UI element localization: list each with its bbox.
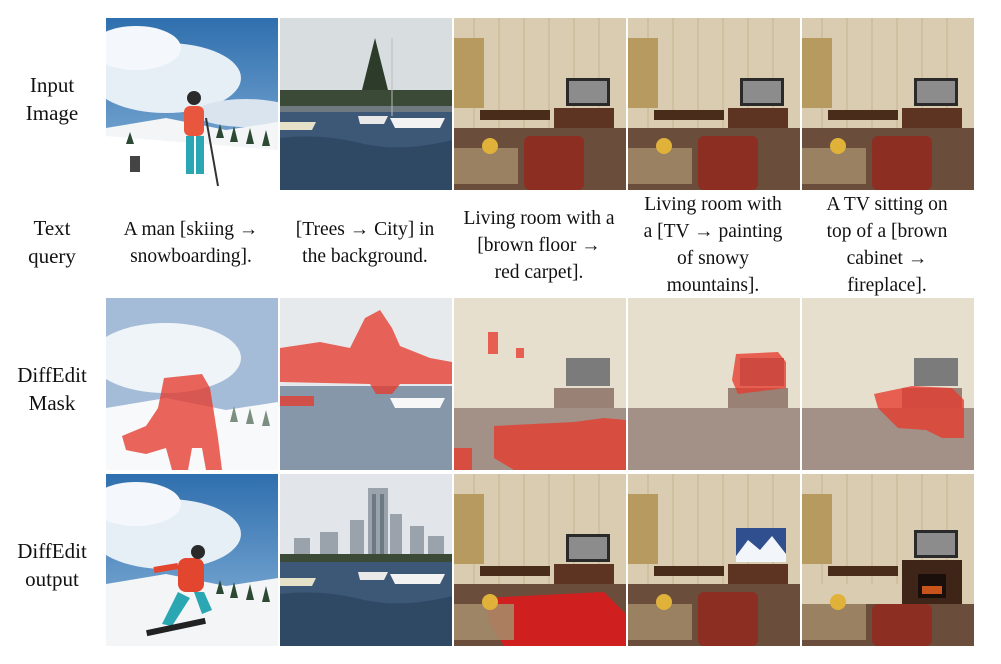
input-image-room-1 (454, 18, 626, 190)
query-text-3: Living room with a [brown floor → red ca… (463, 208, 615, 283)
input-image-room-3 (802, 18, 974, 190)
mask-image-room-2 (628, 298, 800, 470)
mask-image-skier (106, 298, 278, 470)
mask-image-harbor (280, 298, 452, 470)
row-label-input: Input Image (25, 73, 79, 125)
input-image-skier (106, 18, 278, 190)
output-image-snowboarder (106, 474, 278, 646)
output-image-painting (628, 474, 800, 646)
row-label-output: DiffEdit output (17, 539, 87, 591)
output-image-fireplace (802, 474, 974, 646)
input-image-harbor (280, 18, 452, 190)
query-text-4: Living room with a [TV → painting of sno… (643, 194, 783, 296)
output-image-harbor-city (280, 474, 452, 646)
query-text-2: [Trees → City] in the background. (295, 219, 435, 267)
query-text-5: A TV sitting on top of a [brown cabinet … (826, 194, 948, 296)
mask-image-room-1 (454, 298, 626, 470)
row-label-mask: DiffEdit Mask (17, 363, 87, 415)
mask-image-room-3 (802, 298, 974, 470)
query-text-1: A man [skiing → snowboarding]. (123, 219, 259, 267)
row-label-query: Text query (28, 216, 76, 268)
input-image-room-2 (628, 18, 800, 190)
output-image-red-carpet (454, 474, 626, 646)
